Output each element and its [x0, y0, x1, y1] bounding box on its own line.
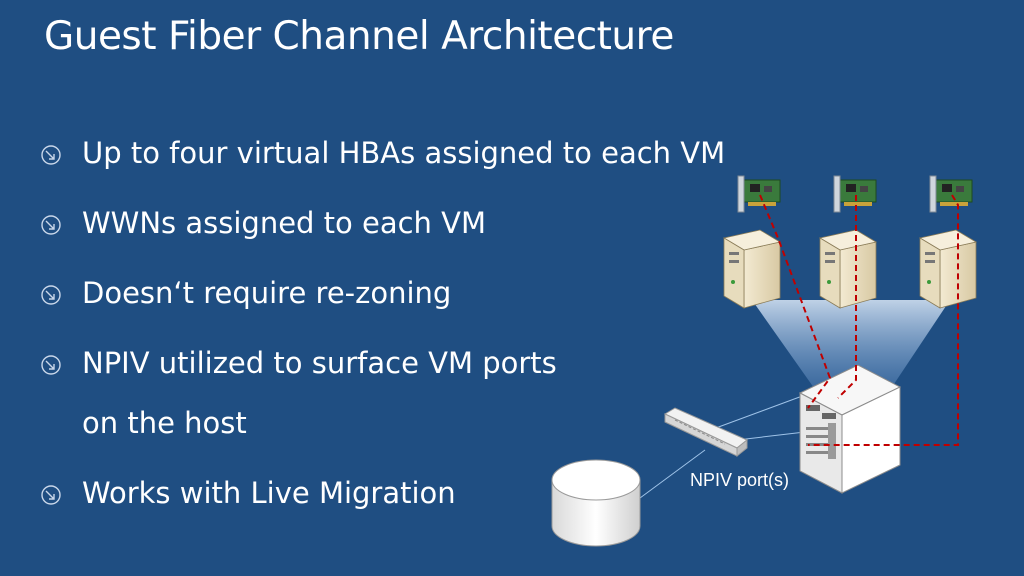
vm-server-icon [818, 229, 878, 309]
fc-path-lines [759, 194, 959, 446]
bullet-text: NPIV utilized to surface VM ports [82, 346, 557, 380]
bullet-text: WWNs assigned to each VM [82, 206, 487, 240]
san-connection-line [704, 394, 806, 433]
bullet-text: Works with Live Migration [82, 476, 456, 510]
arrow-circle-icon [41, 285, 61, 305]
bullet-text: Doesn‘t require re-zoning [82, 276, 452, 310]
arrow-circle-icon [41, 355, 61, 375]
arrow-circle-icon [41, 485, 61, 505]
storage-connection-line [639, 449, 706, 499]
fc-path-vm1 [759, 194, 832, 409]
arrow-circle-icon [41, 215, 61, 235]
slide-title: Guest Fiber Channel Architecture [44, 14, 674, 59]
fc-path-vm3 [808, 194, 959, 446]
bullet-text: Up to four virtual HBAs assigned to each… [82, 136, 726, 170]
storage-disk-icon [551, 459, 641, 547]
architecture-diagram [551, 175, 978, 547]
bullet-text: on the host [82, 406, 247, 440]
fc-switch-icon [663, 407, 748, 458]
npiv-port-label: NPIV port(s) [690, 470, 790, 490]
vm-server-icon [918, 229, 978, 309]
hba-card-icon [737, 175, 781, 213]
host-server-icon [798, 364, 902, 494]
vm-projection-beam [752, 300, 950, 405]
vm-server-icon [722, 229, 782, 309]
hba-card-icon [929, 175, 973, 213]
arrow-circle-icon [41, 145, 61, 165]
hba-card-icon [833, 175, 877, 213]
fc-path-vm2 [837, 195, 857, 399]
